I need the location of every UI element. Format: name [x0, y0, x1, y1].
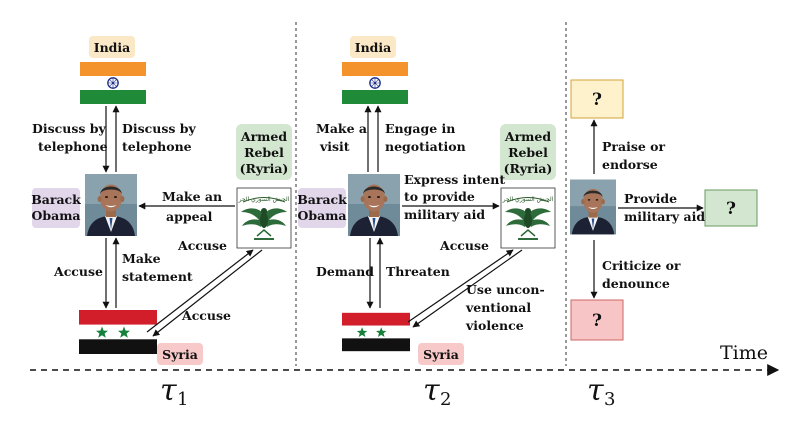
p1-accuse-left: Accuse: [53, 264, 103, 279]
p1-appeal-1: Make an: [162, 189, 222, 204]
p2-express-3: military aid: [404, 207, 485, 222]
timeline-label: Time: [720, 342, 768, 364]
rebel-emblem-frame: [236, 187, 292, 249]
p3-praise-1: Praise or: [602, 139, 666, 154]
ryria-label: (Ryria): [240, 161, 289, 176]
rebel-label-2: Rebel: [508, 145, 548, 160]
timeline: Time τ 1 τ 2 τ 3: [30, 342, 780, 410]
p1-discuss-right-2: telephone: [122, 139, 192, 154]
p2-visit-1: Make a: [316, 121, 367, 136]
p2-threaten: Threaten: [386, 264, 450, 279]
p1-statement-1: Make: [122, 251, 161, 266]
syria-flag-icon: [79, 310, 157, 354]
p1-accuse-diag-lower: Accuse: [181, 308, 231, 323]
arrow-syria-to-rebel: [146, 249, 254, 333]
armed-label: Armed: [240, 129, 287, 144]
p1-appeal-2: appeal: [166, 209, 213, 224]
syria-label-2: Syria: [423, 347, 459, 362]
india-label-box-2: [350, 36, 396, 58]
rebel-label-box: [236, 124, 292, 180]
p2-visit-2: visit: [319, 139, 350, 154]
arrow-rebel-to-syria: [152, 249, 263, 337]
syria-label: Syria: [162, 347, 198, 362]
p1-discuss-left-1: Discuss by: [32, 121, 106, 136]
india-label-2: India: [355, 40, 392, 55]
panel-3: ? ? ? Praise or endorse Provide military…: [570, 79, 758, 341]
p2-engage-2: negotiation: [385, 139, 466, 154]
p2-violence-1: Use uncon-: [466, 282, 545, 297]
obama-label: Obama: [31, 208, 80, 223]
p3-provide-2: military aid: [624, 209, 705, 224]
p3-provide-1: Provide: [624, 191, 677, 206]
question-box-top: [570, 79, 624, 119]
p2-accuse: Accuse: [439, 238, 489, 253]
obama-portrait-icon: [85, 174, 137, 236]
tau-3-sub: 3: [604, 389, 615, 410]
p3-praise-2: endorse: [602, 157, 658, 172]
tau-1-sub: 1: [177, 389, 188, 410]
rebel-emblem-frame-2: [500, 187, 556, 249]
arrow-syria-accuse-rebel: [407, 249, 514, 323]
question-box-bottom: [570, 299, 624, 341]
p2-express-2: to provide: [404, 189, 475, 204]
question-top: ?: [592, 90, 602, 110]
obama-label-2: Obama: [297, 208, 346, 223]
india-label: India: [94, 40, 131, 55]
tau-1-symbol: τ: [160, 373, 177, 408]
p2-express-1: Express intent: [404, 172, 505, 187]
p1-statement-2: statement: [122, 269, 193, 284]
p2-engage-1: Engage in: [385, 121, 455, 136]
ryria-label-2: (Ryria): [504, 161, 553, 176]
p3-criticize-2: denounce: [602, 276, 670, 291]
obama-label-box: [32, 188, 80, 228]
tau-2-symbol: τ: [423, 373, 440, 408]
panel-1: India Barack Obama Armed Rebel (Ryria) S…: [31, 36, 292, 365]
india-label-box: [89, 36, 135, 58]
panel-2: India Barack Obama Armed Rebel (Ryria) S…: [297, 36, 556, 365]
p2-violence-2: ventional: [465, 300, 531, 315]
p2-demand: Demand: [316, 264, 374, 279]
p2-violence-3: violence: [465, 318, 524, 333]
obama-portrait-icon-2: [348, 174, 400, 236]
rebel-emblem-icon-2: [501, 188, 555, 248]
rebel-label-box-2: [500, 124, 556, 180]
obama-label-box-2: [298, 188, 346, 228]
p3-criticize-1: Criticize or: [602, 258, 681, 273]
arrow-rebel-violence: [412, 249, 523, 328]
tau-3-symbol: τ: [587, 373, 604, 408]
barack-label-2: Barack: [297, 192, 347, 207]
question-box-right: [704, 189, 758, 227]
question-bottom: ?: [592, 311, 602, 331]
syria-flag-icon-2: [342, 312, 410, 352]
barack-label: Barack: [31, 192, 81, 207]
rebel-emblem-icon: [237, 188, 291, 248]
tau-2-sub: 2: [440, 389, 451, 410]
rebel-label: Rebel: [244, 145, 284, 160]
india-flag-icon: [80, 62, 146, 104]
p1-discuss-left-2: telephone: [38, 139, 108, 154]
p1-discuss-right-1: Discuss by: [122, 121, 196, 136]
india-flag-icon-2: [342, 62, 408, 104]
obama-portrait-icon-3: [570, 179, 616, 235]
syria-label-box-2: [418, 343, 464, 365]
armed-label-2: Armed: [504, 129, 551, 144]
p1-accuse-diag-upper: Accuse: [177, 238, 227, 253]
question-right: ?: [726, 199, 736, 219]
syria-label-box: [157, 343, 203, 365]
